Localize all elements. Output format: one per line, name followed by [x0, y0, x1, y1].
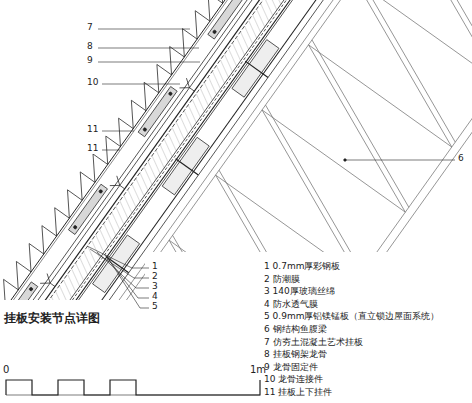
legend-entry: 11 挂板上下挂件	[264, 388, 332, 398]
tile-stroke	[106, 118, 133, 146]
legend-entry: 10 龙骨连接件	[264, 375, 323, 385]
web-member	[308, 0, 472, 147]
tile-stroke	[182, 11, 209, 39]
bolt	[99, 189, 103, 193]
callout-number: 11	[86, 144, 99, 154]
beam-chord	[18, 0, 390, 403]
web-member	[76, 305, 266, 403]
legend-entry: 1 0.7mm厚彩钢板	[264, 262, 340, 272]
callout-number: 2	[151, 272, 159, 282]
scale-bar	[6, 380, 260, 395]
tile-stroke	[0, 279, 18, 307]
callout-number: 9	[86, 56, 94, 66]
callout-number: 7	[86, 23, 94, 33]
legend-entry: 3 140厚玻璃丝绵	[264, 287, 335, 297]
tile-stroke	[29, 226, 56, 254]
beam-chord	[161, 33, 472, 403]
connector-stroke	[40, 274, 58, 292]
scale-value: 1m	[250, 364, 266, 375]
callout-number: 10	[86, 78, 99, 88]
web-member	[33, 366, 223, 403]
tile-stroke	[16, 244, 43, 272]
legend-entry: 8 挂板钢架龙骨	[264, 350, 327, 360]
web-member	[216, 110, 406, 277]
connector-stroke	[179, 78, 197, 96]
purlin-rect	[93, 235, 140, 293]
tile-stroke	[55, 190, 82, 218]
web-member	[262, 110, 405, 212]
web-member	[123, 305, 266, 403]
tile-stroke	[4, 261, 31, 289]
beam-chord	[13, 0, 385, 403]
tile-stroke	[144, 64, 171, 92]
purlin-rect	[162, 137, 209, 195]
tile-stroke	[119, 100, 146, 128]
tile-stroke	[131, 82, 158, 110]
web-member	[266, 40, 456, 207]
drawing-title: 挂板安装节点详图	[4, 312, 100, 325]
bolt	[143, 127, 147, 131]
legend-entry: 2 防潮膜	[264, 275, 300, 285]
web-member	[76, 370, 219, 403]
web-member	[312, 0, 472, 142]
bolt-line	[36, 354, 59, 370]
legend-entry: 4 防水透气膜	[264, 300, 318, 310]
bolt-line	[176, 159, 199, 175]
tile-stroke	[42, 208, 69, 236]
callout-number: 6	[457, 154, 465, 164]
bolt	[73, 225, 77, 229]
tile-stroke	[170, 29, 197, 57]
fish-belly-beam-web	[30, 0, 472, 403]
web-member	[358, 0, 472, 77]
bolt	[168, 92, 172, 96]
legend-entry: 6 钢结构鱼腹梁	[264, 325, 327, 335]
web-member	[308, 45, 451, 147]
web-member	[219, 105, 409, 272]
callout-number: 8	[86, 42, 94, 52]
callout-number: 3	[151, 282, 159, 292]
connector-stroke	[110, 176, 128, 194]
tile-stroke	[67, 172, 94, 200]
web-member	[80, 300, 270, 403]
tile-stroke	[195, 0, 222, 21]
web-member	[262, 45, 452, 212]
callout-number: 5	[151, 302, 159, 312]
bolt	[212, 30, 216, 34]
callout-number: 4	[151, 292, 159, 302]
tile-stroke	[157, 47, 184, 75]
purlin	[19, 0, 355, 395]
legend-entry: 9 龙骨固定件	[264, 363, 318, 373]
beam-flange	[7, 0, 379, 403]
purlin-rect	[23, 333, 70, 391]
bolt-line	[245, 61, 268, 77]
legend-entry: 5 0.9mm厚铝镁锰板（直立锁边屋面系统）	[264, 312, 439, 322]
callout-number: 11	[86, 125, 99, 135]
leader-lines	[87, 29, 455, 308]
web-member	[216, 175, 359, 277]
bolt	[29, 287, 33, 291]
purlin-rect	[232, 40, 279, 98]
scale-value: 0	[3, 364, 9, 375]
tile-stroke	[80, 154, 107, 182]
callout-number: 1	[151, 262, 159, 272]
legend-entry: 7 仿夯土混凝土艺术挂板	[264, 338, 363, 348]
